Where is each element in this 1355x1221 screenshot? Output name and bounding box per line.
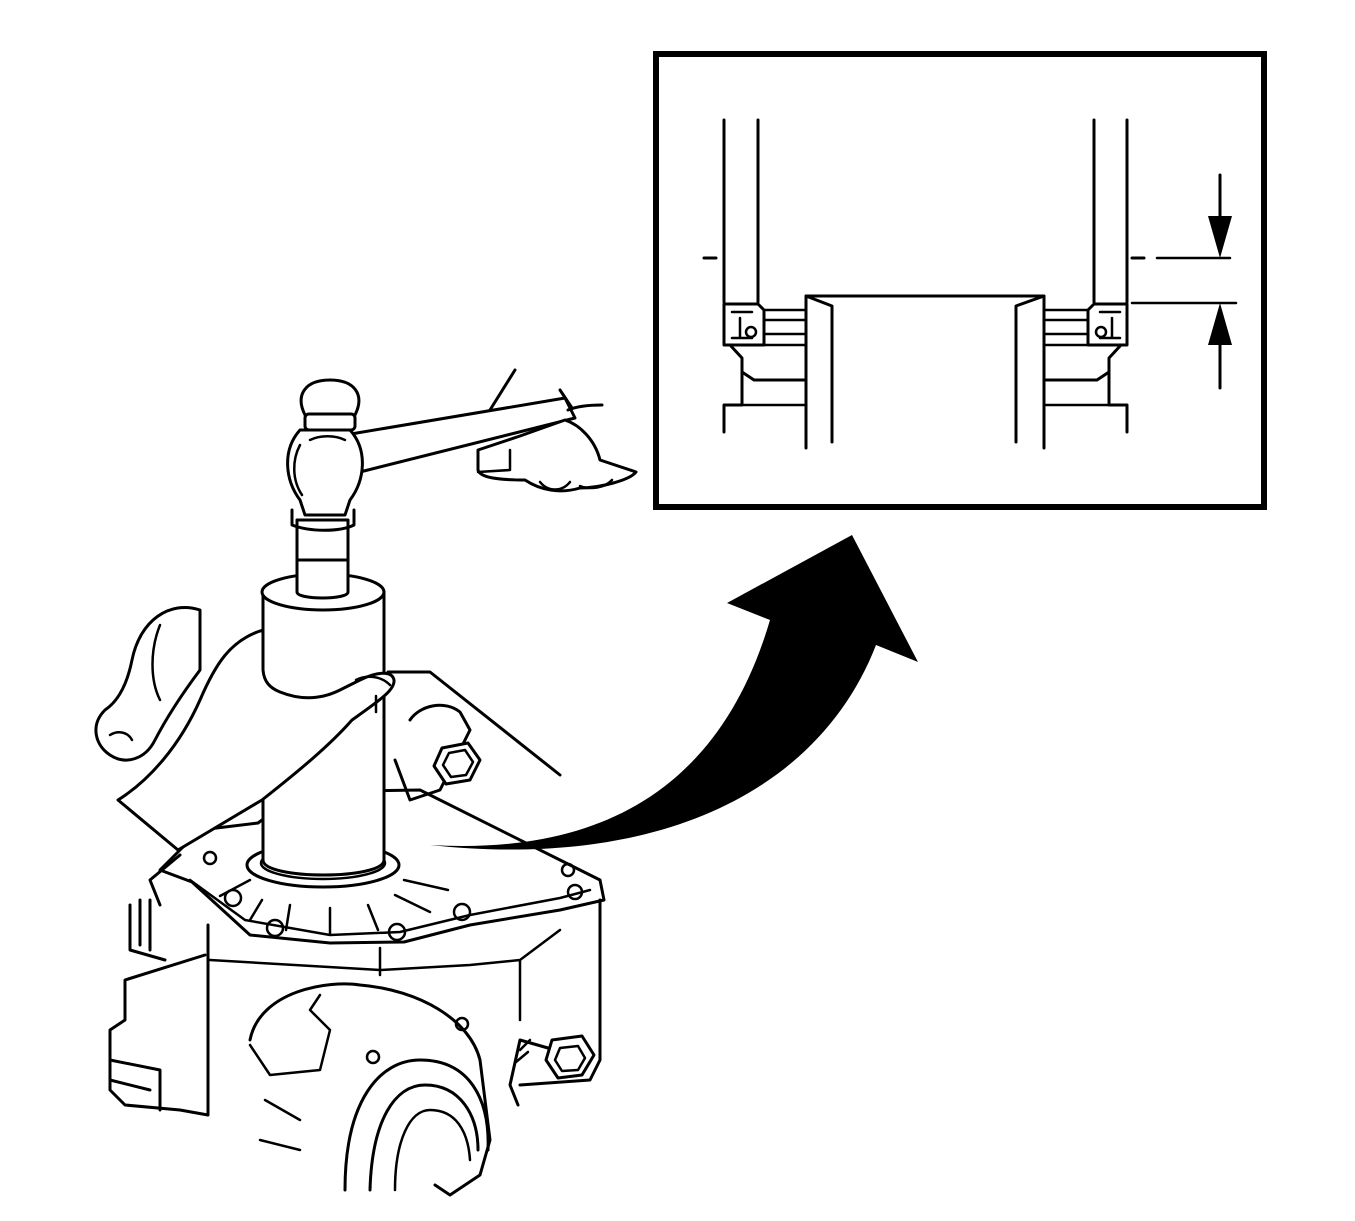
housing-walls [702,118,1146,304]
dimension-indicator [1130,173,1238,390]
hand-holding-tool [94,605,562,907]
hammer-head-top [299,378,361,417]
hammer [286,378,577,517]
transfer-case-housing [108,788,606,1197]
detail-inset [653,51,1267,510]
curved-callout-arrow-icon [430,535,918,850]
dimension-arrow-up-icon [1208,303,1232,390]
hammer-head-body [286,428,364,517]
hex-bolt-lower-icon [508,1034,596,1107]
hex-bolt-upper-icon [393,703,482,802]
seal-cross-section-icon [722,302,1129,434]
inset-frame [653,51,1267,510]
hand-holding-hammer [476,368,638,493]
inset-shaft [804,294,1046,450]
dimension-arrow-down-icon [1208,173,1232,258]
